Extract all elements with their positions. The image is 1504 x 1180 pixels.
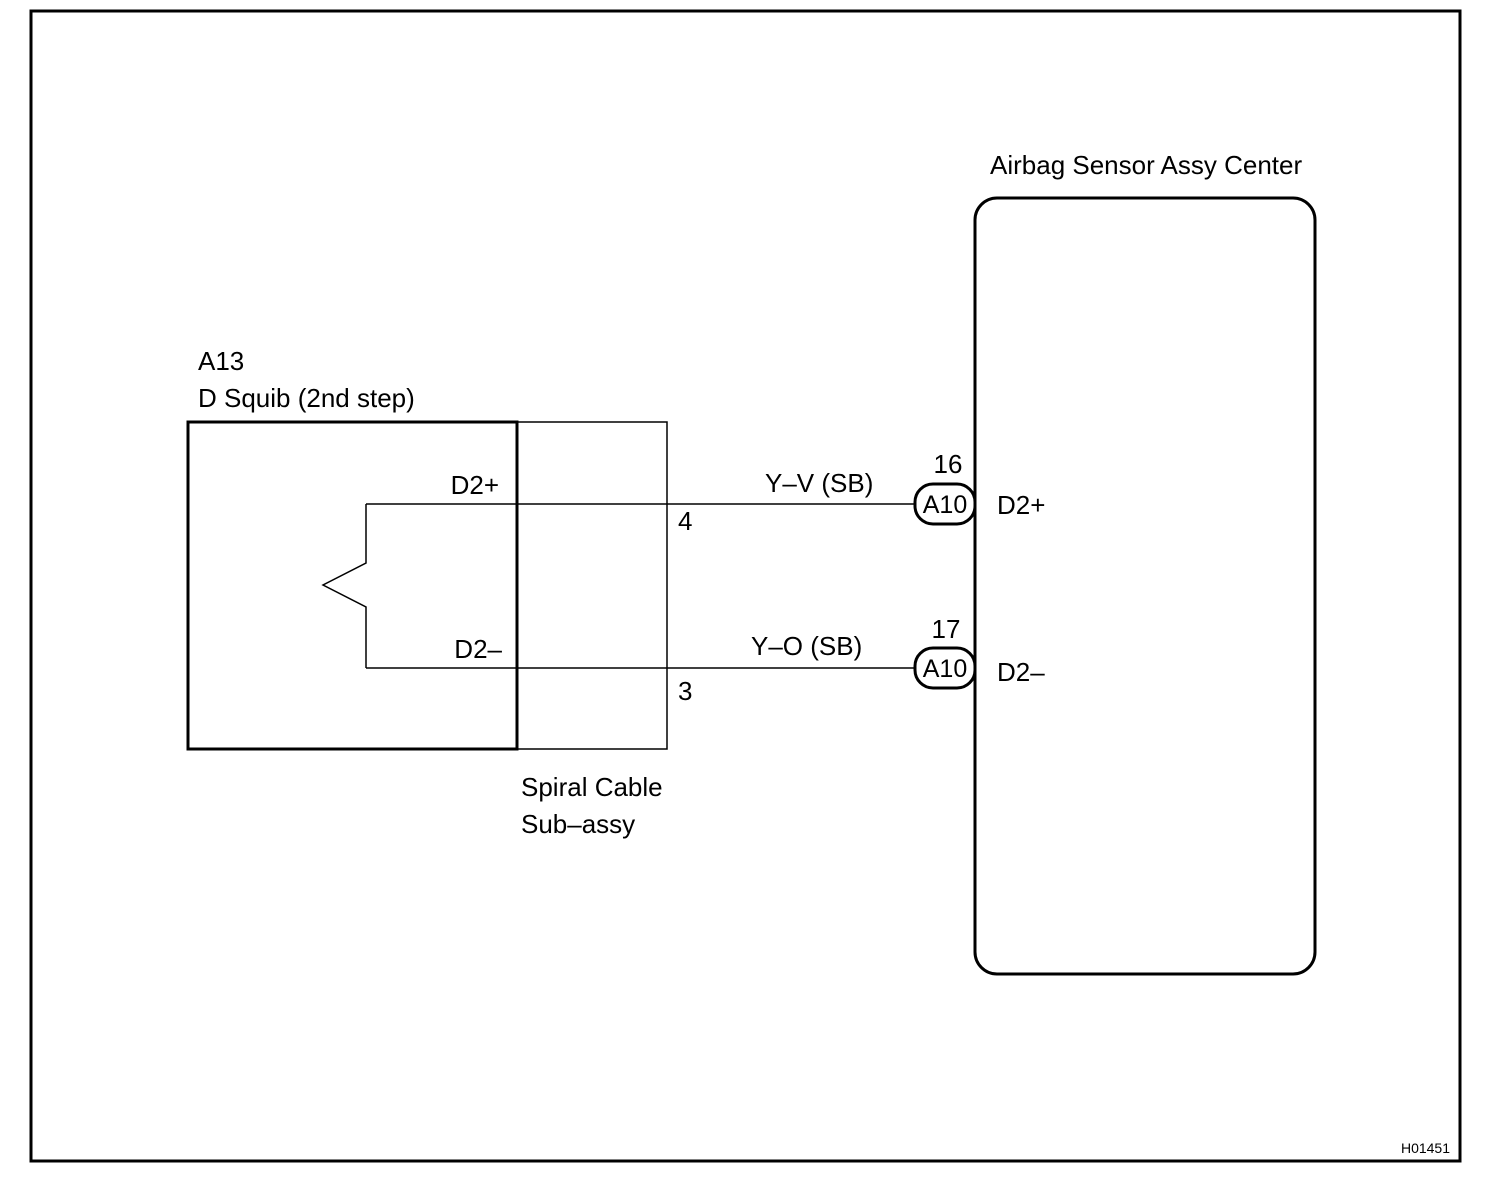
sensor-terminal-minus: D2– [997, 657, 1045, 687]
airbag-sensor-box [973, 196, 1317, 976]
connector-bottom-pin: 17 [932, 614, 961, 644]
sensor-title: Airbag Sensor Assy Center [990, 150, 1302, 180]
figure-id: H01451 [1401, 1140, 1450, 1156]
spiral-cable-pin-bottom: 3 [678, 676, 692, 706]
sensor-terminal-plus: D2+ [997, 490, 1045, 520]
diagram-frame [29, 9, 1462, 1163]
spiral-cable-box [516, 421, 668, 750]
squib-name: D Squib (2nd step) [198, 383, 415, 413]
connector-a10-top [913, 482, 977, 526]
spiral-cable-name-line2: Sub–assy [521, 809, 635, 839]
spiral-cable-pin-top: 4 [678, 506, 692, 536]
connector-a10-top-code: A10 [923, 491, 967, 519]
squib-code: A13 [198, 346, 244, 376]
squib-pin-plus: D2+ [451, 470, 499, 500]
connector-a10-bottom-code: A10 [923, 655, 967, 683]
wire-top-color: Y–V (SB) [765, 468, 873, 498]
wire-bottom-color: Y–O (SB) [751, 631, 862, 661]
spiral-cable-name-line1: Spiral Cable [521, 772, 663, 802]
squib-pin-minus: D2– [454, 634, 502, 664]
squib-element [321, 504, 367, 668]
connector-top-pin: 16 [934, 449, 963, 479]
connector-a10-bottom [913, 646, 977, 690]
